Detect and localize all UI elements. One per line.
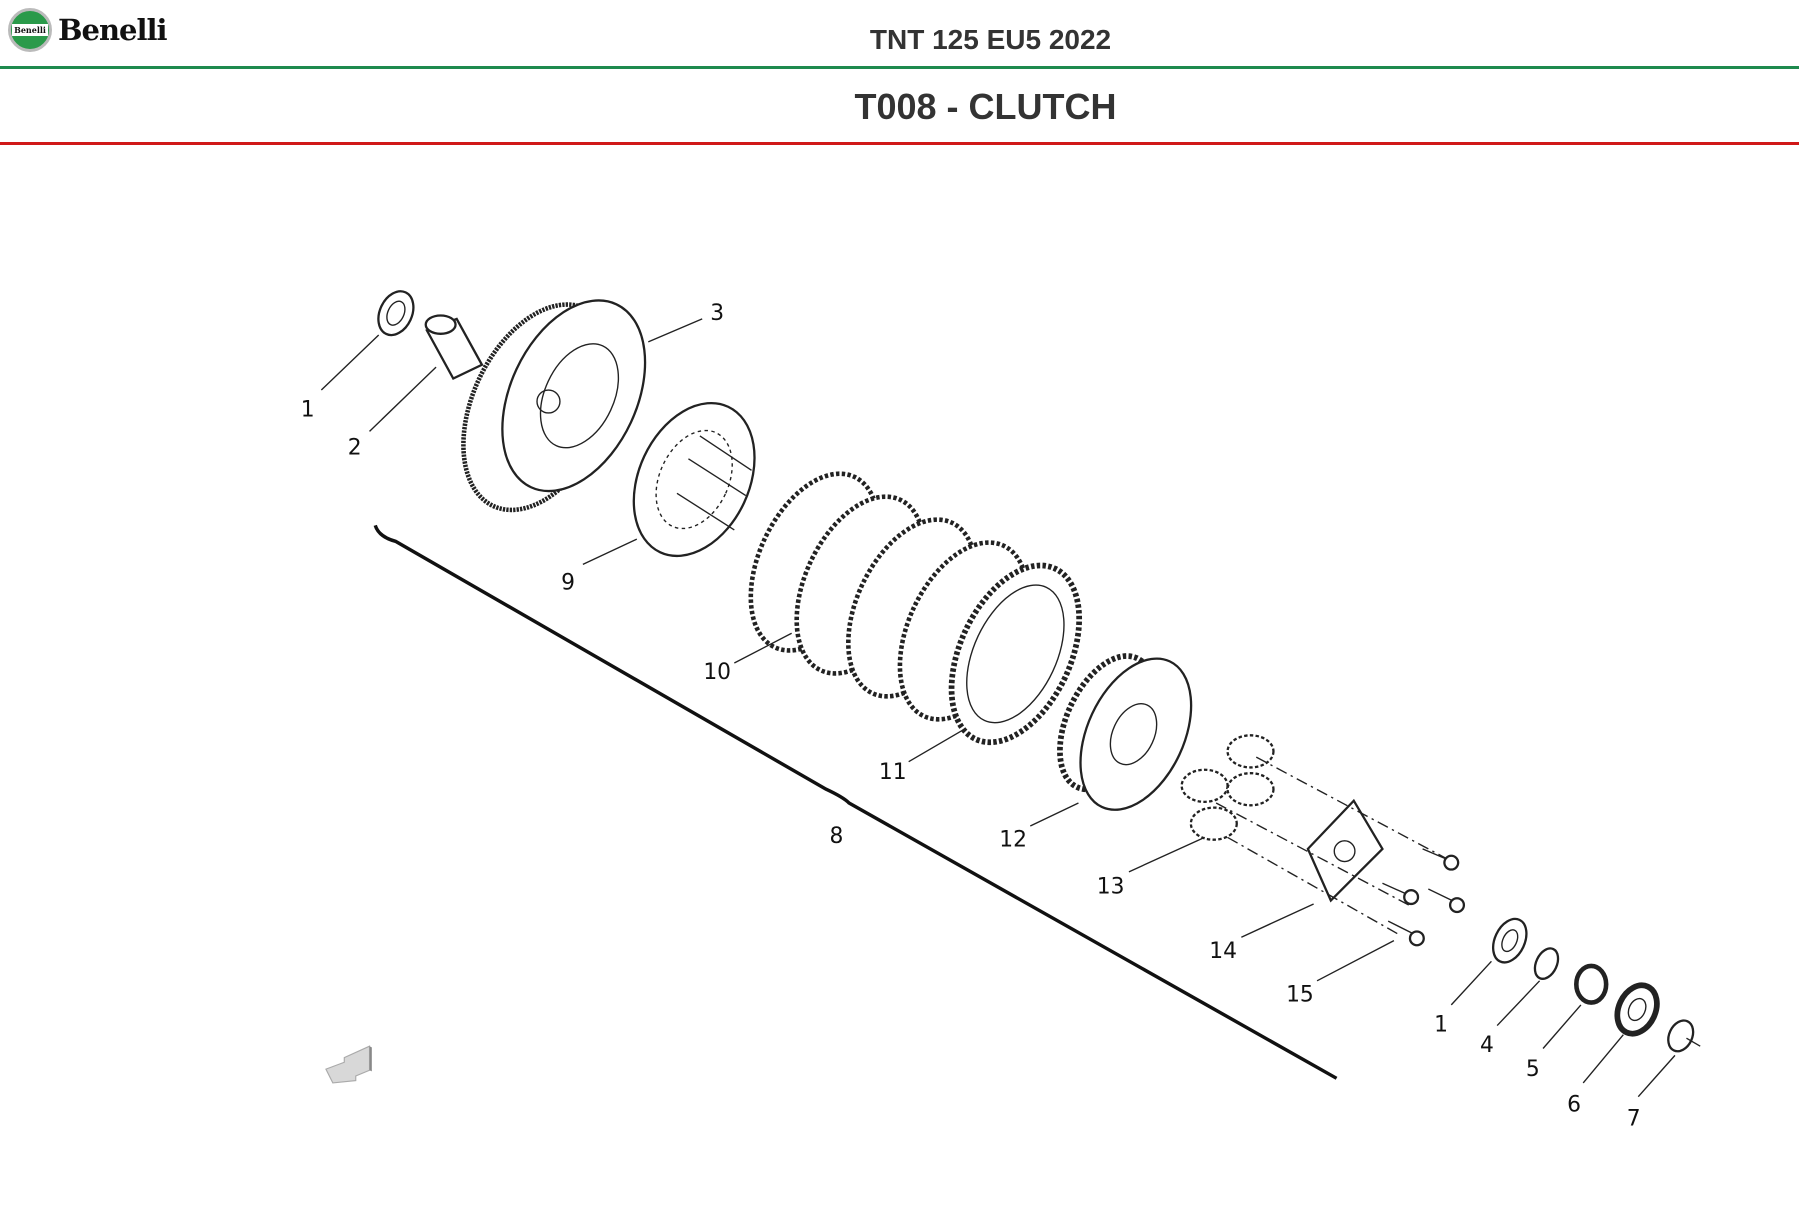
callout-12-hub[interactable]: 12 [999,828,1027,853]
callout-7-pushrod[interactable]: 7 [1627,1106,1641,1131]
part-pressure-plate-9[interactable] [610,383,778,575]
brand-name: Benelli [58,13,168,47]
callout-4-washer[interactable]: 4 [1480,1033,1494,1058]
callout-8-clutch-assembly[interactable]: 8 [830,824,844,849]
part-clutch-housing-3[interactable] [433,278,674,535]
callout-14-spring-plate[interactable]: 14 [1209,939,1237,964]
part-bolts-15[interactable] [1382,848,1466,947]
part-washer-1b[interactable] [1487,914,1533,968]
callout-13-springs[interactable]: 13 [1097,875,1125,900]
callout-3-housing[interactable]: 3 [710,301,724,326]
part-washer-4[interactable] [1530,945,1562,983]
part-bushing-2[interactable] [424,314,484,381]
assembly-bracket-8 [373,524,1338,1080]
callout-1-washer[interactable]: 1 [301,397,315,422]
part-nut-5[interactable] [1574,963,1609,1005]
part-bearing-6[interactable] [1610,979,1665,1040]
page-title: T008 - CLUTCH [854,86,1117,127]
callout-5-nut[interactable]: 5 [1526,1057,1540,1082]
green-divider [0,66,1799,69]
leader-lines [320,318,1676,1098]
callout-10-friction-plates[interactable]: 10 [703,660,731,685]
brand-badge-text: Benelli [12,24,48,36]
part-spring-plate-14[interactable] [1306,798,1384,903]
part-steel-plates-11[interactable] [874,522,1105,762]
model-title: TNT 125 EU5 2022 [869,24,1112,55]
part-friction-plates-10[interactable] [725,454,1002,717]
callout-1-washer-b[interactable]: 1 [1434,1012,1448,1037]
callout-15-bolts[interactable]: 15 [1286,982,1314,1007]
part-washer-1a[interactable] [372,286,421,341]
callout-9-pressure-plate[interactable]: 9 [561,571,575,596]
part-pushrod-7[interactable] [1664,1016,1701,1055]
brand-badge-icon: Benelli [8,8,52,52]
callout-2-bushing[interactable]: 2 [348,435,362,460]
brand-logo: Benelli Benelli [8,8,168,52]
part-clutch-hub-12[interactable] [1041,641,1214,827]
part-springs-13[interactable] [1180,734,1275,841]
red-divider [0,142,1799,145]
back-arrow-icon[interactable] [325,1045,372,1084]
callout-6-bearing[interactable]: 6 [1567,1093,1581,1118]
callout-11-steel-plates[interactable]: 11 [879,760,907,785]
